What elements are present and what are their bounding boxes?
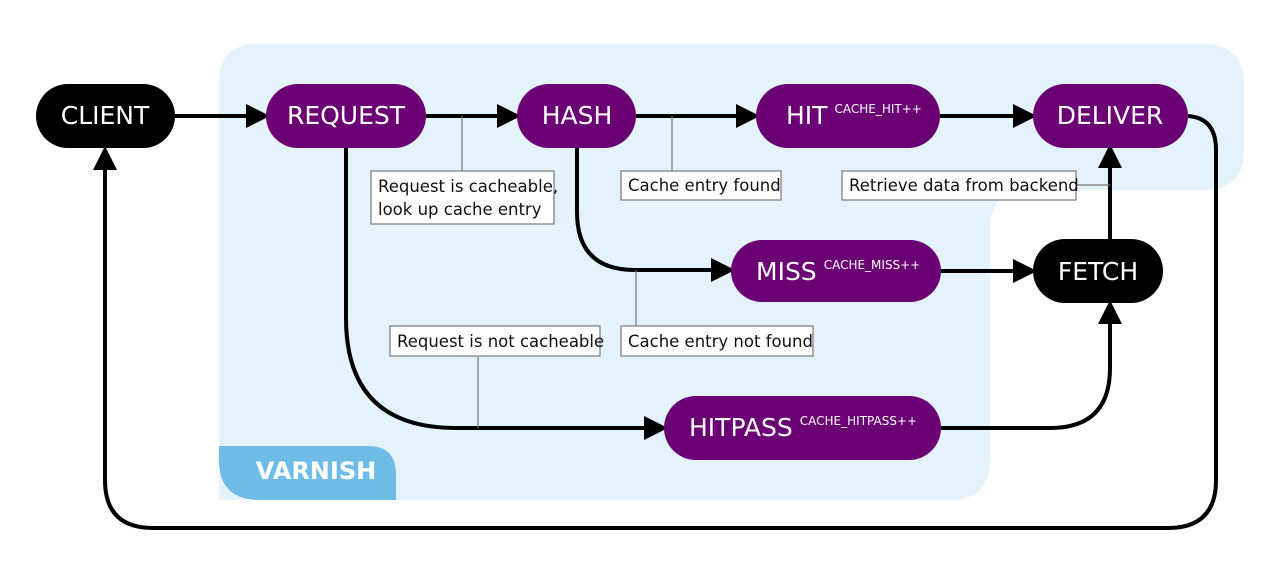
node-hit-sup: CACHE_HIT++ [834,102,921,116]
arrow-request-to-hitpass [344,148,668,440]
note-found-text: Cache entry found [628,176,781,195]
node-request: REQUEST [266,84,426,148]
node-miss-label: MISS CACHE_MISS++ [756,257,920,286]
note-not-cacheable-text: Request is not cacheable [397,332,604,351]
arrow-deliver-to-client [93,114,1218,530]
varnish-region-tab [219,446,396,500]
node-request-label: REQUEST [287,101,406,130]
note-not-found-box [620,325,814,357]
node-fetch-label: FETCH [1058,257,1138,286]
note-not-cacheable: Request is not cacheable [389,325,604,357]
node-hit-label: HIT CACHE_HIT++ [786,101,922,130]
varnish-label: VARNISH [256,457,376,485]
node-deliver-label: DELIVER [1057,101,1164,130]
note-retrieve-text: Retrieve data from backend [849,176,1079,195]
node-hitpass: HITPASS CACHE_HITPASS++ [664,396,941,460]
node-request-shape [266,84,426,148]
node-hit-main: HIT [786,101,828,130]
node-client-label: CLIENT [61,101,150,130]
node-deliver-shape [1033,84,1188,148]
note-not-cacheable-box [389,325,601,357]
node-hash: HASH [517,84,636,148]
note-not-found: Cache entry not found [620,325,814,357]
note-found-box [620,170,782,201]
node-hash-shape [517,84,636,148]
note-cacheable-line2: look up cache entry [378,200,542,219]
note-not-found-text: Cache entry not found [628,332,813,351]
node-hitpass-label: HITPASS CACHE_HITPASS++ [689,413,917,442]
note-retrieve-box [841,170,1077,201]
connectors [93,104,1218,530]
note-retrieve: Retrieve data from backend [841,170,1079,201]
node-fetch-shape [1033,239,1163,303]
node-client-shape [36,84,175,148]
node-hitpass-sup: CACHE_HITPASS++ [800,414,917,428]
node-deliver: DELIVER [1033,84,1188,148]
node-hash-label: HASH [542,101,613,130]
note-cacheable-box [370,170,555,225]
note-leaders [461,116,1110,428]
node-miss: MISS CACHE_MISS++ [731,240,941,302]
note-cacheable: Request is cacheable, look up cache entr… [370,170,558,225]
node-client: CLIENT [36,84,175,148]
node-hit-shape [756,84,940,148]
node-miss-main: MISS [756,257,817,286]
note-found: Cache entry found [620,170,782,201]
node-hitpass-main: HITPASS [689,413,793,442]
node-hit: HIT CACHE_HIT++ [756,84,940,148]
node-hitpass-shape [664,396,941,460]
node-miss-shape [731,240,941,302]
note-cacheable-line1: Request is cacheable, [378,177,558,196]
node-fetch: FETCH [1033,239,1163,303]
arrow-hitpass-to-fetch [941,300,1122,430]
arrow-hash-to-miss [575,148,735,282]
node-miss-sup: CACHE_MISS++ [824,258,921,272]
